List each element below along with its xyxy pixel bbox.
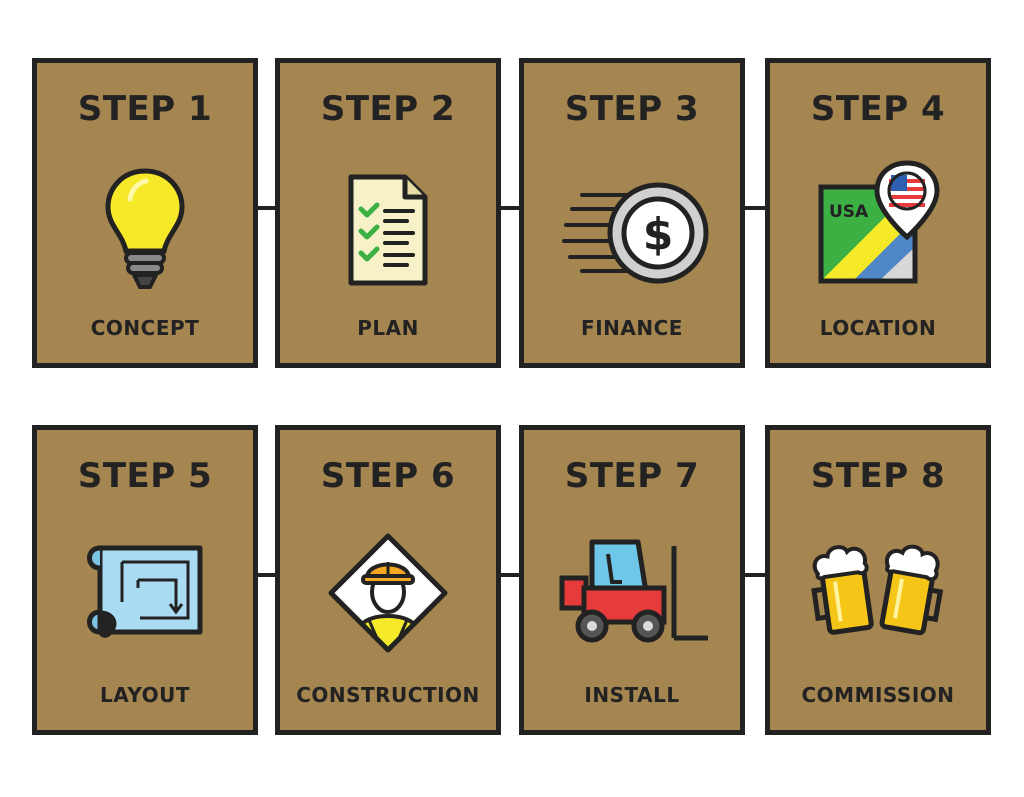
connector-2-3 <box>501 206 519 210</box>
step-label: COMMISSION <box>801 683 955 707</box>
step-card-finance: STEP 3 $ FINANCE <box>519 58 745 368</box>
step-title: STEP 7 <box>564 456 700 496</box>
connector-6-7 <box>501 573 519 577</box>
step-title: STEP 8 <box>810 456 946 496</box>
step-title: STEP 1 <box>77 89 213 129</box>
blueprint-icon <box>80 532 210 656</box>
map-label: USA <box>829 202 869 222</box>
step-title: STEP 3 <box>564 89 700 129</box>
checklist-document-icon <box>343 165 433 299</box>
lightbulb-icon <box>100 165 190 299</box>
step-label: LAYOUT <box>100 683 190 707</box>
step-title: STEP 6 <box>320 456 456 496</box>
step-card-location: STEP 4 USA LOCATION <box>765 58 991 368</box>
step-label: CONCEPT <box>90 316 200 340</box>
usa-map-pin-icon: USA <box>813 159 943 293</box>
dollar-coin-icon: $ <box>552 165 712 299</box>
connector-5-6 <box>258 573 275 577</box>
step-label: FINANCE <box>581 316 683 340</box>
step-title: STEP 4 <box>810 89 946 129</box>
step-title: STEP 5 <box>77 456 213 496</box>
construction-worker-icon <box>323 528 453 662</box>
connector-1-2 <box>258 206 275 210</box>
connector-3-4 <box>745 206 765 210</box>
step-card-layout: STEP 5 LAYOUT <box>32 425 258 735</box>
step-title: STEP 2 <box>320 89 456 129</box>
step-card-plan: STEP 2 PLAN <box>275 58 501 368</box>
step-label: LOCATION <box>819 316 937 340</box>
step-card-concept: STEP 1 CONCEPT <box>32 58 258 368</box>
step-label: PLAN <box>357 316 419 340</box>
svg-text:$: $ <box>643 209 674 260</box>
forklift-icon <box>552 532 712 656</box>
connector-7-8 <box>745 573 765 577</box>
step-card-construction: STEP 6 CONSTRUCTION <box>275 425 501 735</box>
step-label: CONSTRUCTION <box>296 683 480 707</box>
step-card-commission: STEP 8 COMMISSION <box>765 425 991 735</box>
step-label: INSTALL <box>584 683 680 707</box>
step-card-install: STEP 7 INSTALL <box>519 425 745 735</box>
beer-mugs-icon <box>808 532 948 656</box>
